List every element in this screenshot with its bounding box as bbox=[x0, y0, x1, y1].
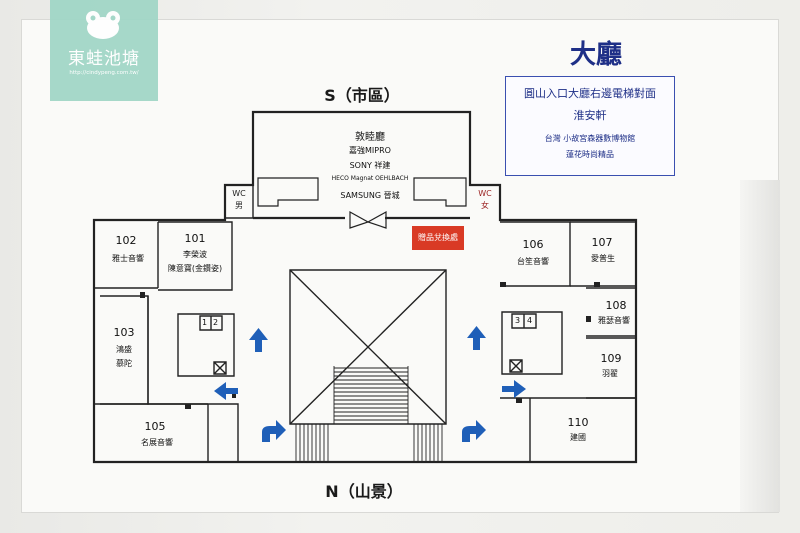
room-101-wall bbox=[158, 221, 233, 291]
room-108-name: 雅瑟音響 bbox=[598, 316, 630, 325]
room-108-wall bbox=[586, 287, 637, 337]
wc-male-title: WC bbox=[232, 189, 246, 198]
room-106-number: 106 bbox=[522, 238, 544, 251]
arrow-up-right bbox=[467, 326, 486, 350]
wc-female-sub: 女 bbox=[481, 201, 489, 210]
arrow-right bbox=[502, 380, 526, 398]
room-101-name: 李榮波 bbox=[183, 250, 207, 259]
wc-male-label: WC 男 bbox=[228, 188, 250, 212]
stage-brand: HECO Magnat OEHLBACH bbox=[331, 175, 409, 182]
room-109-name: 羽翟 bbox=[602, 369, 618, 378]
room-105-number: 105 bbox=[144, 420, 166, 433]
right-elevator-numbox bbox=[511, 313, 537, 329]
stage-brand: SAMSUNG 晉城 bbox=[340, 191, 400, 200]
room-106-name: 台笙音響 bbox=[517, 257, 549, 266]
room-110-name: 建國 bbox=[570, 433, 586, 442]
board-edge-shadow bbox=[740, 180, 780, 512]
arrow-turn-left bbox=[262, 420, 286, 442]
stage-step-right bbox=[413, 177, 467, 207]
right-elevator-x bbox=[509, 359, 523, 373]
main-door-symbol bbox=[349, 210, 387, 229]
watermark-logo: 東蛙池塘 http://cindypeng.com.tw/ bbox=[50, 0, 158, 101]
room-105-name: 名展音響 bbox=[141, 438, 173, 447]
arrow-up-left bbox=[249, 328, 268, 352]
room-103-number: 103 bbox=[113, 326, 135, 339]
room-107-name: 愛普生 bbox=[591, 254, 615, 263]
left-elevator-block bbox=[177, 313, 235, 377]
room-102-wall bbox=[94, 222, 159, 289]
room-108-number: 108 bbox=[605, 299, 627, 312]
left-elevator-numbox bbox=[199, 315, 223, 331]
logo-url: http://cindypeng.com.tw/ bbox=[69, 70, 139, 76]
direction-south: S（市區） bbox=[324, 86, 400, 105]
central-staircase bbox=[333, 366, 409, 424]
elevator-number: 1 bbox=[202, 318, 208, 327]
room-101-name-2: 陳意寶(金鑽姿) bbox=[167, 264, 223, 273]
room-103-name: 鴻盛 bbox=[116, 345, 132, 354]
left-elevator-x bbox=[213, 361, 227, 375]
room-110-number: 110 bbox=[567, 416, 589, 429]
room-103-name-2: 慕陀 bbox=[116, 359, 132, 368]
room-101-number: 101 bbox=[184, 232, 206, 245]
arrow-turn-right bbox=[462, 420, 486, 442]
right-elevator-block bbox=[501, 311, 563, 375]
elevator-number: 4 bbox=[527, 316, 533, 325]
frog-icon bbox=[86, 11, 120, 39]
stage-title: 敦睦廳 bbox=[355, 132, 385, 143]
wc-female-title: WC bbox=[478, 189, 492, 198]
wc-male-wall bbox=[225, 184, 254, 219]
south-stairs bbox=[295, 424, 443, 462]
wc-male-sub: 男 bbox=[235, 201, 243, 210]
direction-arrows bbox=[214, 326, 526, 442]
arrow-left bbox=[214, 382, 238, 400]
door-marks bbox=[140, 282, 600, 409]
right-corridor-wall bbox=[500, 397, 636, 462]
room-102-name: 雅士音響 bbox=[112, 254, 144, 263]
direction-north: N（山景） bbox=[325, 482, 403, 501]
atrium-cross-2 bbox=[289, 269, 447, 425]
stage-brand: SONY 祥建 bbox=[349, 161, 391, 170]
stage-brand: 嘉強MIPRO bbox=[349, 146, 391, 155]
room-107-number: 107 bbox=[591, 236, 613, 249]
wc-female-label: WC 女 bbox=[474, 188, 496, 212]
logo-name: 東蛙池塘 bbox=[68, 49, 140, 69]
room-107-wall bbox=[570, 221, 637, 287]
room-109-number: 109 bbox=[600, 352, 622, 365]
elevator-number: 3 bbox=[515, 316, 521, 325]
wc-female-wall bbox=[470, 184, 501, 218]
room-106-wall bbox=[500, 221, 571, 287]
gift-counter-sign: 贈品兌換處 bbox=[412, 226, 464, 250]
info-line-3: 台灣 小故宮森器數博物館 bbox=[544, 134, 636, 143]
info-line-2: 淮安軒 bbox=[573, 109, 607, 122]
info-line-4: 蓮花時尚精品 bbox=[566, 150, 614, 159]
room-102-number: 102 bbox=[115, 234, 137, 247]
info-box: 圓山入口大廳右邊電梯對面 淮安軒 台灣 小故宮森器數博物館 蓮花時尚精品 bbox=[505, 76, 675, 176]
stage-step-left bbox=[257, 177, 319, 207]
info-line-1: 圓山入口大廳右邊電梯對面 bbox=[524, 87, 656, 100]
hall-title: 大廳 bbox=[569, 40, 623, 70]
elevator-number: 2 bbox=[213, 318, 219, 327]
